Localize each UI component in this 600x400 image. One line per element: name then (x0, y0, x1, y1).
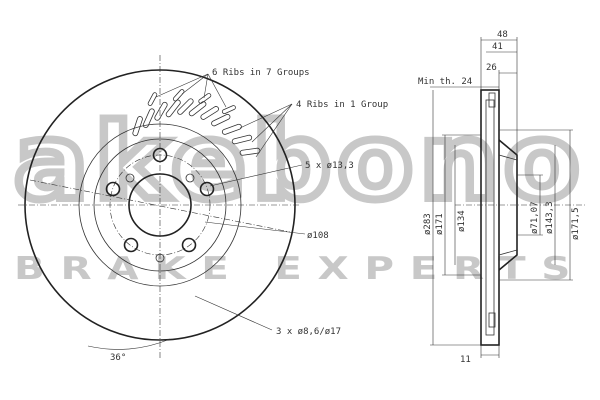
rib (200, 106, 219, 120)
angle-arc (87, 338, 171, 350)
diameter-dimensions (430, 90, 573, 346)
leader-line (203, 73, 209, 99)
ribs-single-label: 4 Ribs in 1 Group (296, 100, 388, 110)
rib (177, 98, 194, 115)
leader-lines (87, 73, 306, 350)
rib (211, 113, 231, 127)
rib (142, 108, 155, 128)
rib (198, 93, 212, 104)
leader-line (155, 73, 209, 98)
bolt-hole-5 (105, 181, 121, 197)
leader-line (204, 221, 306, 235)
leader-line (239, 103, 293, 129)
friction-ring-outer (480, 89, 500, 346)
small-hole-2 (185, 173, 195, 183)
small-hole-3 (155, 253, 165, 263)
disc-front-view: 6 Ribs in 7 Groups 4 Ribs in 1 Group 5 x… (18, 55, 388, 363)
d1715-label: ø171,5 (571, 207, 581, 240)
bolt-hole-4 (123, 237, 139, 253)
bolt-hole-2 (199, 181, 215, 197)
leader-line (251, 103, 293, 143)
dim-41-label: 41 (492, 42, 503, 52)
rib (221, 105, 236, 115)
d134-label: ø134 (457, 210, 467, 232)
leader-line (209, 164, 303, 187)
dim-11-label: 11 (460, 355, 471, 365)
angle-label: 36° (110, 353, 126, 363)
pcd-label: ø108 (307, 231, 329, 241)
top-dimensions (430, 37, 518, 155)
small-holes-label: 3 x ø8,6/ø17 (276, 327, 341, 337)
ribs-groups-label: 6 Ribs in 7 Groups (212, 68, 310, 78)
bolt-holes-label: 5 x ø13,3 (305, 161, 354, 171)
bolt-hole-1 (152, 147, 168, 163)
d283-label: ø283 (423, 213, 433, 235)
watermark-logo: akebono (14, 101, 586, 223)
rib (132, 116, 143, 137)
rib (231, 134, 253, 145)
bolt-hole-3 (181, 237, 197, 253)
d71-label: ø71,07 (530, 201, 540, 234)
leader-line (181, 73, 209, 95)
friction-ring-vent (485, 99, 495, 336)
small-hole-1 (125, 173, 135, 183)
rib (239, 147, 261, 156)
dim-26-label: 26 (486, 63, 497, 73)
min-thickness-label: Min th. 24 (418, 77, 472, 87)
rib (154, 101, 168, 121)
hat-inner (498, 249, 518, 256)
rib (221, 123, 242, 135)
hat-inner (498, 154, 518, 161)
leader-line (207, 73, 227, 108)
center-line-diagonal (29, 179, 291, 233)
rib (172, 89, 185, 102)
vent-ribs (132, 89, 261, 156)
dim-48-label: 48 (497, 30, 508, 40)
hat-profile (498, 139, 518, 271)
disc-side-view: 48 41 26 Min th. 24 11 ø283 ø171 ø134 ø7 (418, 30, 585, 365)
d171-label: ø171 (435, 213, 445, 235)
rib (165, 99, 181, 118)
leader-line (255, 103, 293, 158)
d143-label: ø143,3 (545, 201, 555, 234)
rib (147, 92, 158, 106)
vent-slot (488, 92, 496, 108)
hat-edge (93, 138, 227, 272)
vent-slot (488, 312, 496, 328)
leader-line (194, 295, 273, 331)
